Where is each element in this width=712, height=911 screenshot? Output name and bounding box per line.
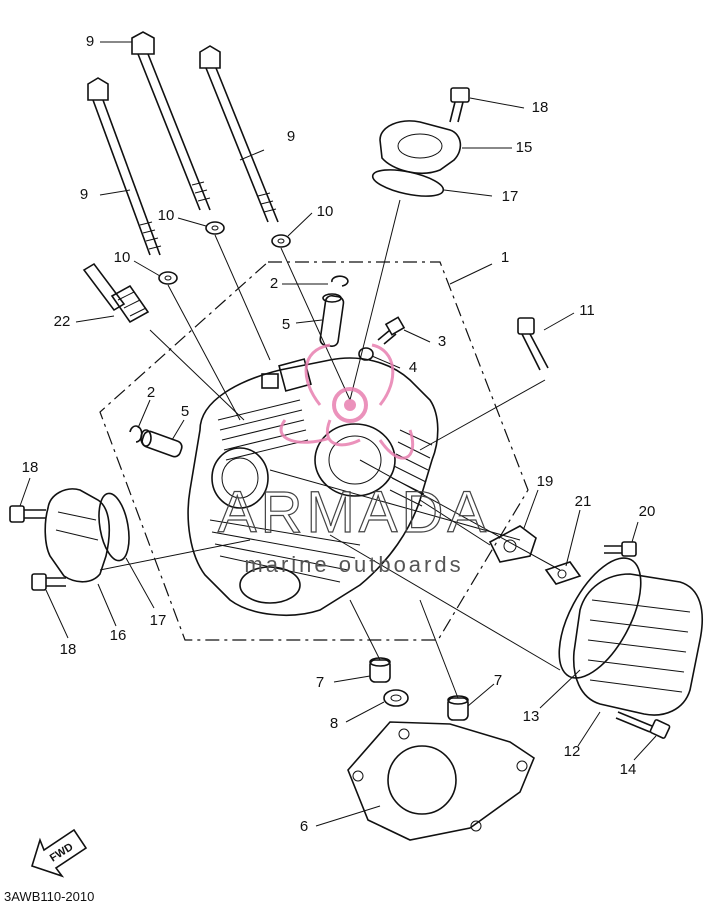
callout-9-top: 9: [86, 33, 94, 50]
callout-18-left-top: 18: [22, 459, 39, 476]
diagram-code: 3AWB110-2010: [4, 889, 94, 904]
callout-8: 8: [330, 715, 338, 732]
valve-clip-upper: [331, 275, 349, 287]
callout-2-lower: 2: [147, 384, 155, 401]
dowel-pin-right: [447, 695, 469, 721]
callout-13: 13: [523, 708, 540, 725]
callout-17-top: 17: [502, 188, 519, 205]
callout-19: 19: [537, 473, 554, 490]
right-o-ring: [558, 557, 642, 679]
right-side-cover: [572, 573, 703, 716]
bolt-3: [377, 316, 406, 345]
watermark: ARMADA marine outboards: [217, 343, 490, 577]
washer-4: [358, 347, 374, 361]
washer-a: [158, 271, 178, 285]
plate-21: [544, 561, 582, 585]
callout-6: 6: [300, 818, 308, 835]
callout-5-upper: 5: [282, 316, 290, 333]
callout-18-top: 18: [532, 99, 549, 116]
left-bolt-lower: [31, 573, 66, 591]
callout-10-left: 10: [114, 249, 131, 266]
left-o-ring: [98, 492, 130, 562]
stud-bolt-right: [199, 45, 279, 223]
bolt-11: [517, 317, 549, 371]
callout-21: 21: [575, 493, 592, 510]
stud-bolt-middle: [131, 31, 211, 211]
washer-8: [383, 689, 409, 707]
callout-14: 14: [620, 761, 637, 778]
watermark-logo-icon: [279, 343, 415, 460]
right-cover-bolt-upper: [604, 541, 637, 557]
callout-16: 16: [110, 627, 127, 644]
valve-guide-upper: [319, 293, 345, 348]
callout-4: 4: [409, 359, 417, 376]
callout-18-left-bottom: 18: [60, 641, 77, 658]
callout-17-left: 17: [150, 612, 167, 629]
spark-plug: [82, 262, 150, 324]
callout-9-right: 9: [287, 128, 295, 145]
left-bolt-upper: [9, 505, 46, 523]
washer-b: [205, 221, 225, 235]
callout-10-mid: 10: [158, 207, 175, 224]
callout-5-lower: 5: [181, 403, 189, 420]
right-cover-bolt-lower: [615, 711, 671, 739]
head-gasket: [347, 721, 535, 841]
top-o-ring: [371, 169, 445, 197]
left-side-cover: [44, 488, 111, 583]
callout-15: 15: [516, 139, 533, 156]
callout-7-left: 7: [316, 674, 324, 691]
top-cover-bolt: [449, 87, 470, 123]
dowel-pin-left: [369, 657, 391, 683]
watermark-tagline: marine outboards: [244, 552, 463, 577]
washer-c: [271, 234, 291, 248]
callout-1: 1: [501, 249, 509, 266]
callout-9-left: 9: [80, 186, 88, 203]
valve-guide-lower: [140, 429, 183, 458]
stud-bolt-left: [87, 77, 162, 256]
forward-direction-arrow: FWD: [31, 828, 88, 878]
callout-3: 3: [438, 333, 446, 350]
assembly-boundary: [99, 261, 529, 641]
callout-12: 12: [564, 743, 581, 760]
watermark-brand: ARMADA: [218, 480, 490, 545]
callout-22: 22: [54, 313, 71, 330]
callout-11: 11: [579, 302, 595, 319]
callout-7-right: 7: [494, 672, 502, 689]
callout-10-right: 10: [317, 203, 334, 220]
callout-20: 20: [639, 503, 656, 520]
callout-2-upper: 2: [270, 275, 278, 292]
valve-clip-lower: [129, 425, 143, 443]
top-cover: [379, 120, 462, 174]
